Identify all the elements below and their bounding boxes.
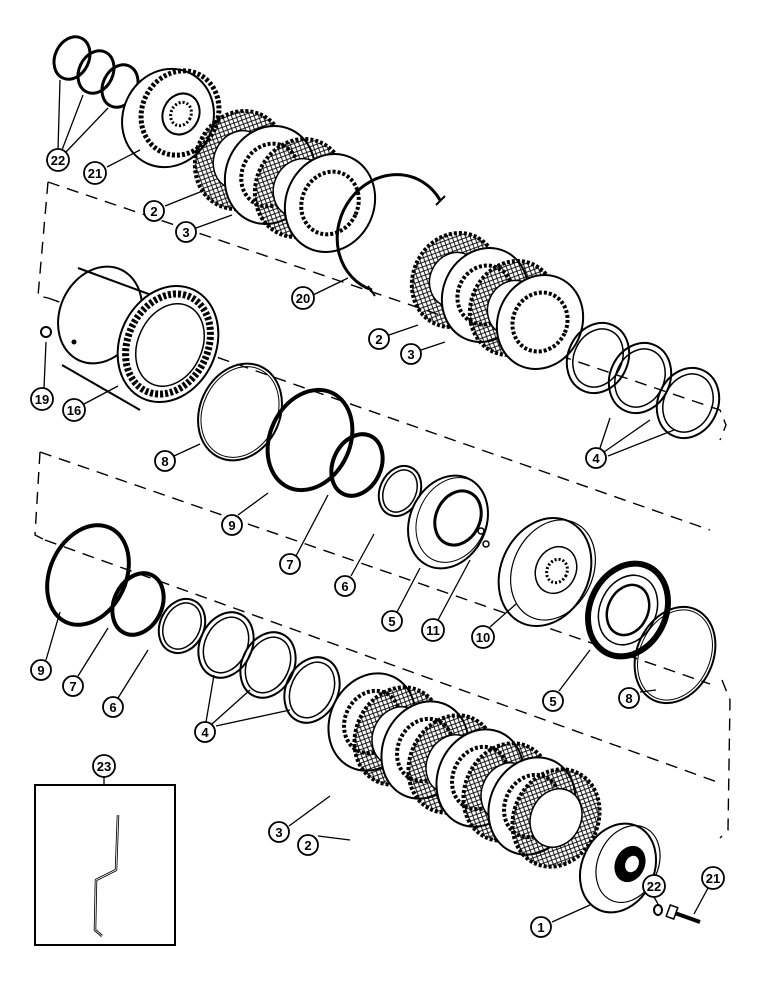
callout-3b: 3 — [400, 343, 422, 365]
callout-1: 1 — [530, 916, 552, 938]
svg-text:5: 5 — [549, 694, 556, 709]
callout-18: 20 — [291, 286, 315, 310]
svg-text:22: 22 — [647, 879, 661, 894]
svg-text:6: 6 — [109, 700, 116, 715]
svg-text:3: 3 — [407, 347, 414, 362]
clutch-pack-middle — [409, 231, 585, 370]
svg-text:5: 5 — [388, 614, 395, 629]
end-hub-1 — [579, 822, 661, 914]
callout-9b: 9 — [30, 659, 52, 681]
leader-lines — [43, 79, 709, 923]
seal-rings-middle-row — [197, 362, 423, 518]
clutch-pack-lower — [327, 672, 602, 869]
piston-5-upper — [407, 474, 489, 570]
piston-5-lower — [585, 560, 671, 660]
svg-text:21: 21 — [706, 871, 720, 886]
svg-text:7: 7 — [69, 679, 76, 694]
seal-rings-lower-row — [45, 523, 341, 724]
bolt-21 — [665, 904, 701, 924]
callout-4a: 4 — [585, 447, 607, 469]
plate-10 — [497, 516, 596, 628]
callout-23: 23 — [92, 754, 116, 778]
callout-2c: 2 — [297, 834, 319, 856]
callout-7b: 7 — [62, 675, 84, 697]
inset-23 — [34, 784, 176, 946]
callout-6a: 6 — [334, 575, 356, 597]
svg-text:6: 6 — [341, 579, 348, 594]
svg-text:4: 4 — [592, 451, 600, 466]
hub-19 — [121, 67, 222, 169]
rings-4-upper — [565, 321, 721, 440]
svg-text:19: 19 — [35, 392, 49, 407]
ring-8-lower — [633, 605, 717, 705]
callout-21: 21 — [701, 866, 725, 890]
svg-text:9: 9 — [228, 518, 235, 533]
svg-text:20: 20 — [296, 291, 310, 306]
callout-2a: 2 — [143, 200, 165, 222]
callout-4b: 4 — [194, 721, 216, 743]
callout-22: 23221522 — [642, 874, 666, 898]
svg-text:11: 11 — [426, 623, 440, 638]
svg-text:7: 7 — [286, 557, 293, 572]
callout-8b: 8 — [618, 687, 640, 709]
drum-15 — [57, 265, 220, 411]
callout-8a: 8 — [154, 450, 176, 472]
ball-16 — [40, 326, 52, 338]
split-ring-18 — [335, 173, 446, 297]
svg-text:2: 2 — [375, 332, 382, 347]
washer-22 — [653, 904, 663, 916]
callout-11: 11 — [421, 618, 445, 642]
callout-15: 16 — [62, 398, 86, 422]
svg-text:16: 16 — [67, 403, 81, 418]
svg-text:2: 2 — [150, 204, 157, 219]
svg-text:4: 4 — [201, 725, 209, 740]
callout-19: 21 — [83, 161, 107, 185]
callout-9a: 9 — [221, 514, 243, 536]
svg-text:21: 21 — [88, 166, 102, 181]
callout-5b: 5 — [542, 690, 564, 712]
callout-3c: 3 — [268, 821, 290, 843]
callouts: 22 21 2 3 20 2 3 19 16 4 8 9 7 6 5 11 10… — [30, 148, 725, 938]
svg-text:8: 8 — [161, 454, 168, 469]
svg-text:8: 8 — [625, 691, 632, 706]
callout-3a: 3 — [175, 221, 197, 243]
svg-text:1: 1 — [537, 920, 544, 935]
callout-2b: 2 — [368, 328, 390, 350]
callout-7a: 7 — [279, 553, 301, 575]
callout-16: 19 — [30, 387, 54, 411]
callout-6b: 6 — [102, 696, 124, 718]
svg-text:22: 22 — [51, 153, 65, 168]
svg-text:2: 2 — [304, 838, 311, 853]
svg-text:3: 3 — [182, 225, 189, 240]
svg-text:23: 23 — [97, 759, 111, 774]
svg-text:3: 3 — [275, 825, 282, 840]
svg-text:10: 10 — [476, 630, 490, 645]
callout-5a: 5 — [381, 610, 403, 632]
ball-11 — [482, 540, 490, 548]
callout-20: 22 — [46, 148, 70, 172]
clutch-pack-upper — [192, 109, 377, 253]
callout-10: 10 — [471, 625, 495, 649]
svg-text:9: 9 — [37, 663, 44, 678]
